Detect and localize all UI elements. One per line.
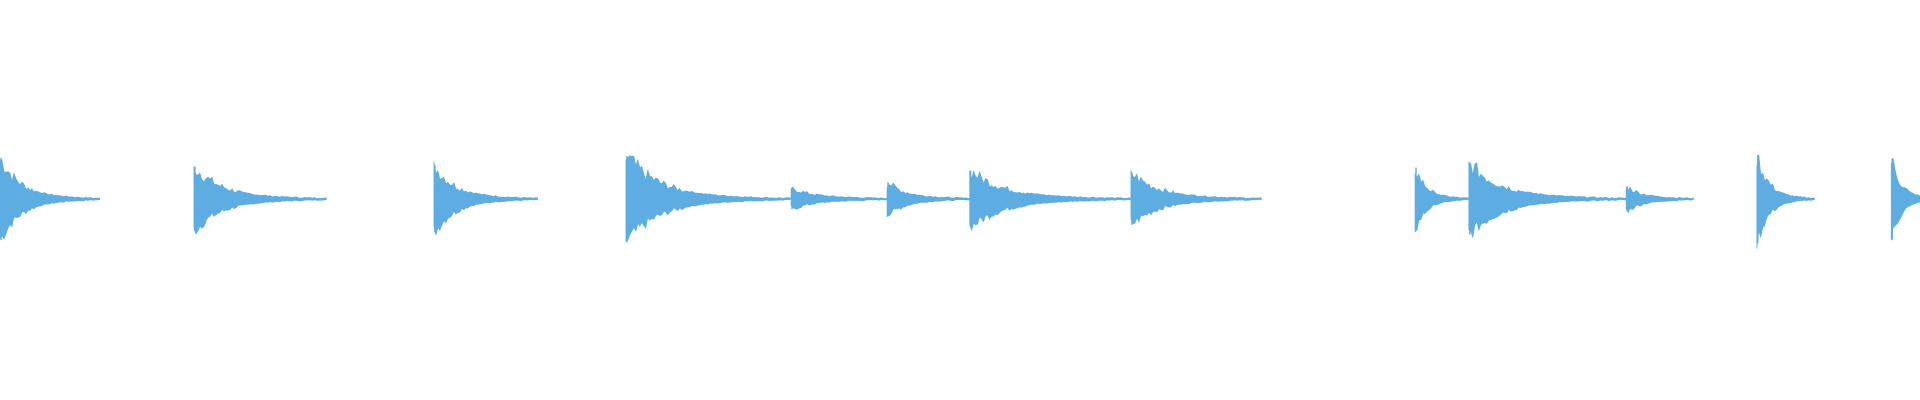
waveform-event-4	[625, 155, 792, 243]
waveform-event-3	[433, 161, 538, 236]
waveform-event-10	[1468, 161, 1627, 238]
waveform-event-13	[1890, 157, 1920, 241]
waveform-events	[0, 154, 1920, 249]
waveform-event-8	[1130, 170, 1262, 225]
waveform-event-11	[1625, 186, 1694, 214]
waveform-event-6	[886, 182, 970, 218]
waveform-event-2	[193, 166, 327, 235]
waveform-event-1	[0, 159, 101, 241]
waveform-event-5	[790, 186, 888, 210]
waveform-event-12	[1756, 154, 1815, 249]
waveform-event-7	[969, 170, 1132, 232]
waveform-event-9	[1414, 173, 1470, 233]
